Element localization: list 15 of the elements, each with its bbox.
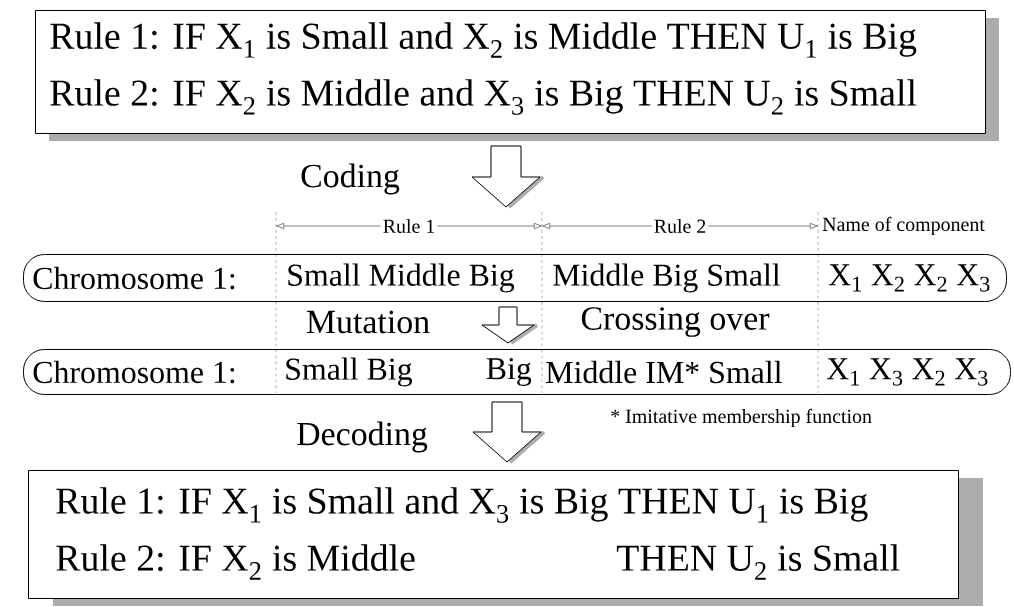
- block-arrow: [471, 145, 541, 208]
- rule-box: Rule 1: IF X$_{1}$ is Small and X$_{2}$ is Middle THEN U$_{1}$ is Big Rule 2: IF X$_{2}$ is Middle and X$_{3}$ is Big THEN U$_{2}$ is Small: [35, 10, 999, 141]
- edge-label: Coding: [301, 163, 400, 195]
- operation-label: Crossing over: [578, 305, 772, 339]
- rule-box: Rule 1: IF X$_{1}$ is Small and X$_{3}$ is Big THEN U$_{1}$ is Big Rule 2: IF X$_{2}$ is Middle THEN U$_{2}$ is Small: [28, 470, 983, 606]
- chromosome-capsule: Chromosome 1: Small Big Big Middle IM* Small X$_{1}$ X$_{3}$ X$_{2}$ X$_{3}$: [23, 349, 1011, 395]
- edge-label: Decoding: [297, 421, 428, 453]
- block-arrow: [472, 401, 542, 463]
- column-label: Name of component: [820, 214, 987, 238]
- footnote-text: * Imitative membership function: [608, 406, 874, 430]
- edge-label: Mutation: [306, 310, 430, 334]
- chromosome-capsule: Chromosome 1: Small Middle Big Middle Big Small X$_{1}$ X$_{2}$ X$_{2}$ X$_{3}$: [23, 254, 1007, 302]
- dimension-label: Rule 1: [380, 217, 438, 235]
- block-arrow: [481, 306, 535, 344]
- dimension-label: Rule 2: [651, 217, 709, 235]
